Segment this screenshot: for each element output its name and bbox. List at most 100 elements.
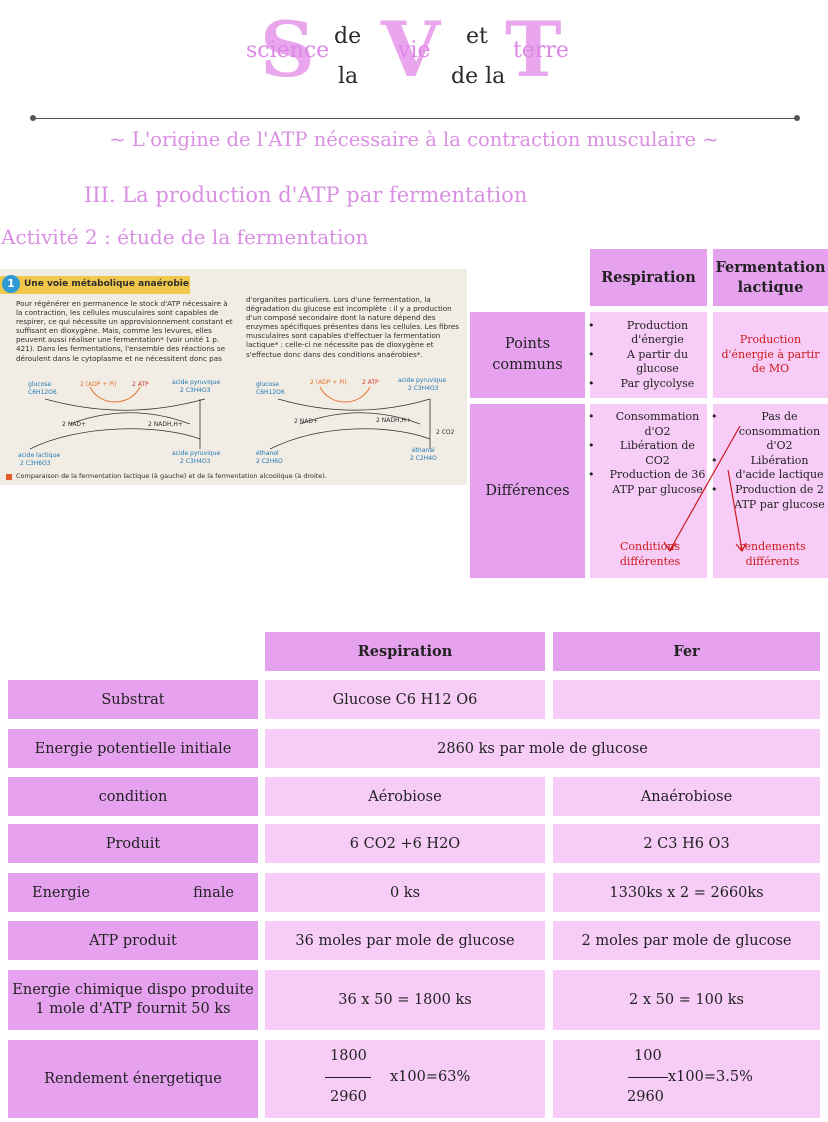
table-label-text: ATP produit [89, 932, 177, 949]
d2-glucose: glucose [256, 381, 280, 388]
comp-common-resp-item: Production d'énergie [588, 319, 707, 348]
d2-pyruvique-formula: 2 C3H4O3 [408, 385, 439, 392]
table-cell-produit-fer: 2 C3 H6 O3 [553, 824, 820, 863]
scan-caption-marker [6, 474, 12, 480]
d2-co2: 2 CO2 [436, 429, 455, 436]
table-cell-text: 1330ks x 2 = 2660ks [609, 884, 764, 901]
logo-letter-v: V [381, 5, 440, 94]
scan-diagram-arrows [29, 386, 431, 450]
logo-word-et: et [466, 24, 488, 49]
table-label-energie-chimique: Energie chimique dispo produite 1 mole d… [8, 970, 258, 1030]
rendement-resp-denominator: 2960 [330, 1089, 367, 1105]
table-cell-energie-chimique-resp: 36 x 50 = 1800 ks [265, 970, 545, 1030]
d1-lactique-formula: 2 C3H6O3 [20, 460, 51, 467]
scan-title: Une voie métabolique anaérobie [24, 279, 189, 289]
d2-nad: 2 NAD+ [294, 418, 318, 425]
logo-word-la: la [338, 64, 359, 89]
comp-note-left: Conditions différentes [619, 540, 681, 568]
d2-ethanol: éthanol [256, 450, 279, 457]
d1-adp: 2 (ADP + Pi) [80, 381, 117, 388]
comp-diff-ferm-item: Pas de consommation d'O2 [711, 410, 828, 454]
table-cell-substrat-resp: Glucose C6 H12 O6 [265, 680, 545, 719]
rendement-fer-numerator: 100 [634, 1048, 662, 1064]
d1-pyruvique-2-formula: 2 C3H4O3 [180, 458, 211, 465]
comp-diff-resp-item: Libération de CO2 [588, 439, 707, 468]
scan-text-col1: Pour régénérer en permanence le stock d'… [16, 299, 233, 363]
d1-glucose-formula: C6H12O6 [28, 389, 57, 396]
d2-ethanal: éthanal [412, 447, 435, 454]
logo-word-de: de [334, 24, 362, 49]
logo-word-terre: terre [513, 38, 569, 63]
comp-common-resp-item: A partir du glucose [588, 348, 707, 377]
d1-pyruvique-2: acide pyruvique [172, 450, 221, 457]
table-cell-rendement-resp [265, 1040, 545, 1118]
table-head-fer-label: Fer [673, 643, 700, 660]
d2-atp: 2 ATP [362, 379, 379, 386]
comp-common-ferm: Production d'énergie à partir de MO [713, 312, 828, 398]
table-cell-energie-initiale: 2860 ks par mole de glucose [265, 729, 820, 768]
rendement-fer-denominator: 2960 [627, 1089, 664, 1105]
d1-atp: 2 ATP [132, 381, 149, 388]
comp-row-common-label: Points communs [492, 336, 563, 373]
table-cell-text: 2 x 50 = 100 ks [629, 992, 744, 1008]
comp-common-resp: Production d'énergie A partir du glucose… [588, 312, 707, 398]
table-label-text: Produit [105, 835, 161, 852]
d2-ethanal-formula: 2 C2H4O [410, 455, 437, 462]
comp-row-diff: Différences [470, 404, 585, 578]
comp-common-resp-item: Par glycolyse [588, 377, 707, 392]
rendement-resp-result: x100=63% [390, 1069, 471, 1085]
comp-common-ferm-text: Production d'énergie à partir de MO [721, 333, 820, 376]
table-cell-condition-resp: Aérobiose [265, 777, 545, 816]
table-cell-substrat-fer [553, 680, 820, 719]
table-cell-condition-fer: Anaérobiose [553, 777, 820, 816]
rule-dot-right [794, 115, 800, 121]
table-cell-atp-fer: 2 moles par mole de glucose [553, 921, 820, 960]
table-label-condition: condition [8, 777, 258, 816]
table-label-text-line2: 1 mole d'ATP fournit 50 ks [35, 1001, 231, 1017]
scan-text-col2: d'organites particuliers. Lors d'une fer… [246, 295, 460, 359]
d2-ethanol-formula: 2 C2H6O [256, 458, 283, 465]
page-subtitle: ~ L'origine de l'ATP nécessaire à la con… [109, 128, 719, 151]
section-title: III. La production d'ATP par fermentatio… [84, 183, 528, 207]
table-cell-text: 36 moles par mole de glucose [295, 932, 515, 949]
table-cell-text: Aérobiose [368, 788, 442, 805]
table-head-respiration-label: Respiration [357, 643, 453, 660]
textbook-scan: 1 Une voie métabolique anaérobie Pour ré… [0, 269, 467, 485]
table-label-text: Rendement énergetique [44, 1071, 222, 1087]
comp-diff-ferm-item: Production de 2 ATP par glucose [711, 483, 828, 512]
comp-diff-resp-item: Production de 36 ATP par glucose [588, 468, 707, 497]
d2-adp: 2 (ADP + Pi) [310, 379, 347, 386]
comp-row-common: Points communs [470, 312, 585, 398]
rendement-resp-fraction-bar [325, 1077, 371, 1078]
d1-glucose: glucose [28, 381, 52, 388]
scan-number-badge: 1 [2, 275, 20, 293]
d1-pyruvique: acide pyruvique [172, 379, 221, 386]
table-cell-text: 36 x 50 = 1800 ks [338, 992, 472, 1008]
table-label-rendement: Rendement énergetique [8, 1040, 258, 1118]
d1-lactique: acide lactique [18, 452, 61, 459]
header-rule [33, 118, 797, 119]
table-cell-produit-resp: 6 CO2 +6 H2O [265, 824, 545, 863]
logo-letter-t: T [505, 5, 562, 94]
table-label-atp-produit: ATP produit [8, 921, 258, 960]
table-cell-text: 2860 ks par mole de glucose [437, 740, 648, 757]
table-head-respiration: Respiration [265, 632, 545, 671]
table-cell-text: 6 CO2 +6 H2O [349, 835, 461, 852]
scan-title-bar [0, 276, 190, 294]
table-label-text-line1: Energie chimique dispo produite [12, 982, 254, 998]
comp-head-fermentation-label: Fermentation lactique [715, 258, 826, 296]
d1-nadh: 2 NADH,H+ [148, 421, 183, 428]
table-label-text-right: finale [193, 884, 234, 901]
logo-word-de-la: de la [451, 64, 506, 89]
table-cell-text: 2 C3 H6 O3 [643, 835, 730, 852]
logo-letter-s: S [260, 5, 315, 94]
comp-head-respiration-label: Respiration [601, 269, 696, 286]
table-cell-text: 0 ks [389, 884, 421, 901]
logo-word-science: science [246, 38, 330, 63]
table-label-produit: Produit [8, 824, 258, 863]
table-cell-rendement-fer [553, 1040, 820, 1118]
comp-head-fermentation: Fermentation lactique [713, 249, 828, 306]
d2-pyruvique: acide pyruvique [398, 377, 447, 384]
table-label-energie-finale: Energie finale [8, 873, 258, 912]
d2-glucose-formula: C6H12O6 [256, 389, 285, 396]
